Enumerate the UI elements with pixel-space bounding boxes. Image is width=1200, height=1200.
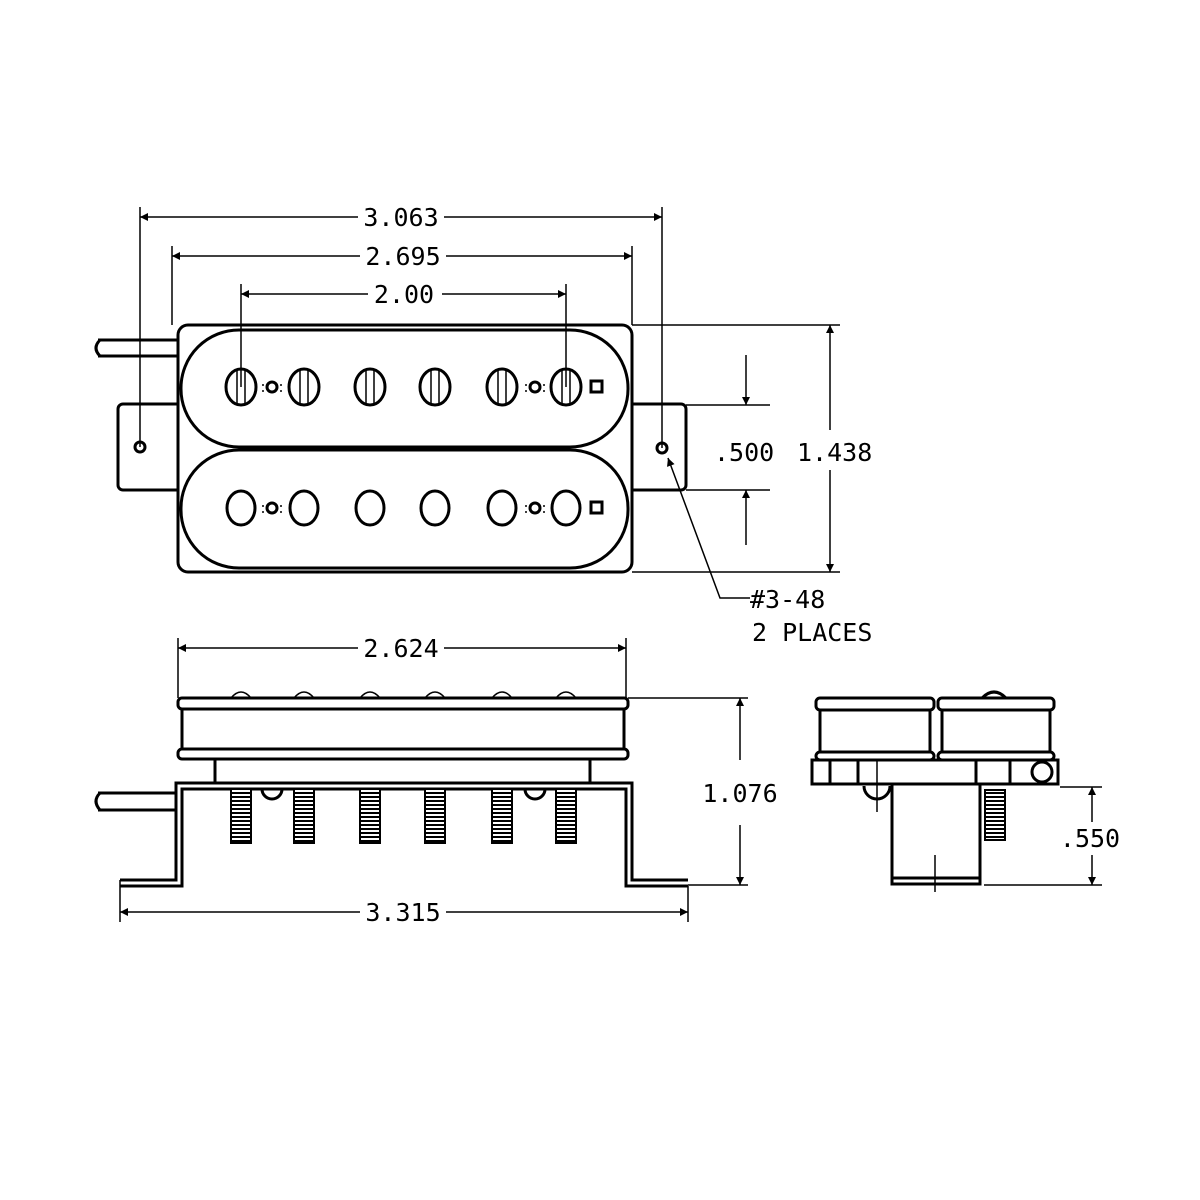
side-view <box>94 691 688 888</box>
bobbin-end-left <box>818 708 932 754</box>
dim-pole-spacing: 2.00 <box>374 280 434 309</box>
screw-head-icon <box>230 691 252 699</box>
end-view <box>810 690 1060 892</box>
square-marker-icon <box>589 379 604 394</box>
cover-body-side <box>180 707 626 751</box>
pole-screw-icon <box>287 367 321 407</box>
baseplate-side <box>213 757 592 785</box>
top-dimensions: 3.063 2.695 2.00 .500 1.438 #3-48 2 PLAC… <box>139 202 872 647</box>
screw-callout-qty: 2 PLACES <box>752 618 872 647</box>
small-hole-icon <box>265 380 279 394</box>
lead-wire-side <box>98 791 176 812</box>
end-dimensions: .550 <box>984 786 1120 886</box>
dim-cover-length: 2.624 <box>363 634 438 663</box>
threaded-screw-icon <box>359 788 381 844</box>
pole-slug-icon <box>354 489 386 527</box>
pole-slug-icon <box>225 489 257 527</box>
baseplate-end <box>810 758 1060 786</box>
side-dimensions: 2.624 1.076 3.315 <box>119 633 778 927</box>
screw-head-icon <box>491 691 513 699</box>
pole-slug-icon <box>288 489 320 527</box>
top-view <box>94 323 688 574</box>
screw-head-icon <box>555 691 577 699</box>
leg-block-end <box>890 782 982 886</box>
dim-height: 1.076 <box>702 779 777 808</box>
small-hole-icon <box>528 380 542 394</box>
mounting-ear-left <box>116 402 184 492</box>
threaded-screw-icon <box>491 788 513 844</box>
dim-cover-depth: 1.438 <box>797 438 872 467</box>
threaded-screw-icon <box>230 788 252 844</box>
threaded-screw-icon <box>424 788 446 844</box>
screw-head-icon <box>293 691 315 699</box>
small-hole-icon <box>528 501 542 515</box>
pole-slug-icon <box>486 489 518 527</box>
dim-pole-row-spacing: .500 <box>714 438 774 467</box>
dim-cover-width: 2.695 <box>365 242 440 271</box>
screw-heads-side <box>230 691 577 699</box>
pole-slugs-row <box>225 489 604 527</box>
threaded-screw-icon <box>293 788 315 844</box>
leader-line <box>667 457 750 599</box>
square-marker-icon <box>589 500 604 515</box>
screw-callout: #3-48 <box>750 585 825 614</box>
screw-head-icon <box>359 691 381 699</box>
lead-wire <box>98 338 178 358</box>
adjust-screws-side <box>230 788 577 844</box>
wire-break <box>94 338 102 358</box>
pole-slug-icon <box>419 489 451 527</box>
bobbin-lower <box>179 448 630 570</box>
dim-bracket-length: 3.315 <box>365 898 440 927</box>
screw-head-icon <box>424 691 446 699</box>
pole-screw-icon <box>418 367 452 407</box>
bobbin-end-right <box>940 708 1052 754</box>
dim-overall-width: 3.063 <box>363 203 438 232</box>
adjust-screw-end <box>984 789 1006 841</box>
bobbin-upper <box>179 328 630 449</box>
threaded-screw-icon <box>555 788 577 844</box>
pole-screw-icon <box>485 367 519 407</box>
small-hole-icon <box>265 501 279 515</box>
dim-leg-height: .550 <box>1060 824 1120 853</box>
pole-slug-icon <box>550 489 582 527</box>
mounting-bracket <box>120 781 688 888</box>
cover-top-edge <box>176 696 630 711</box>
pole-screw-icon <box>353 367 387 407</box>
